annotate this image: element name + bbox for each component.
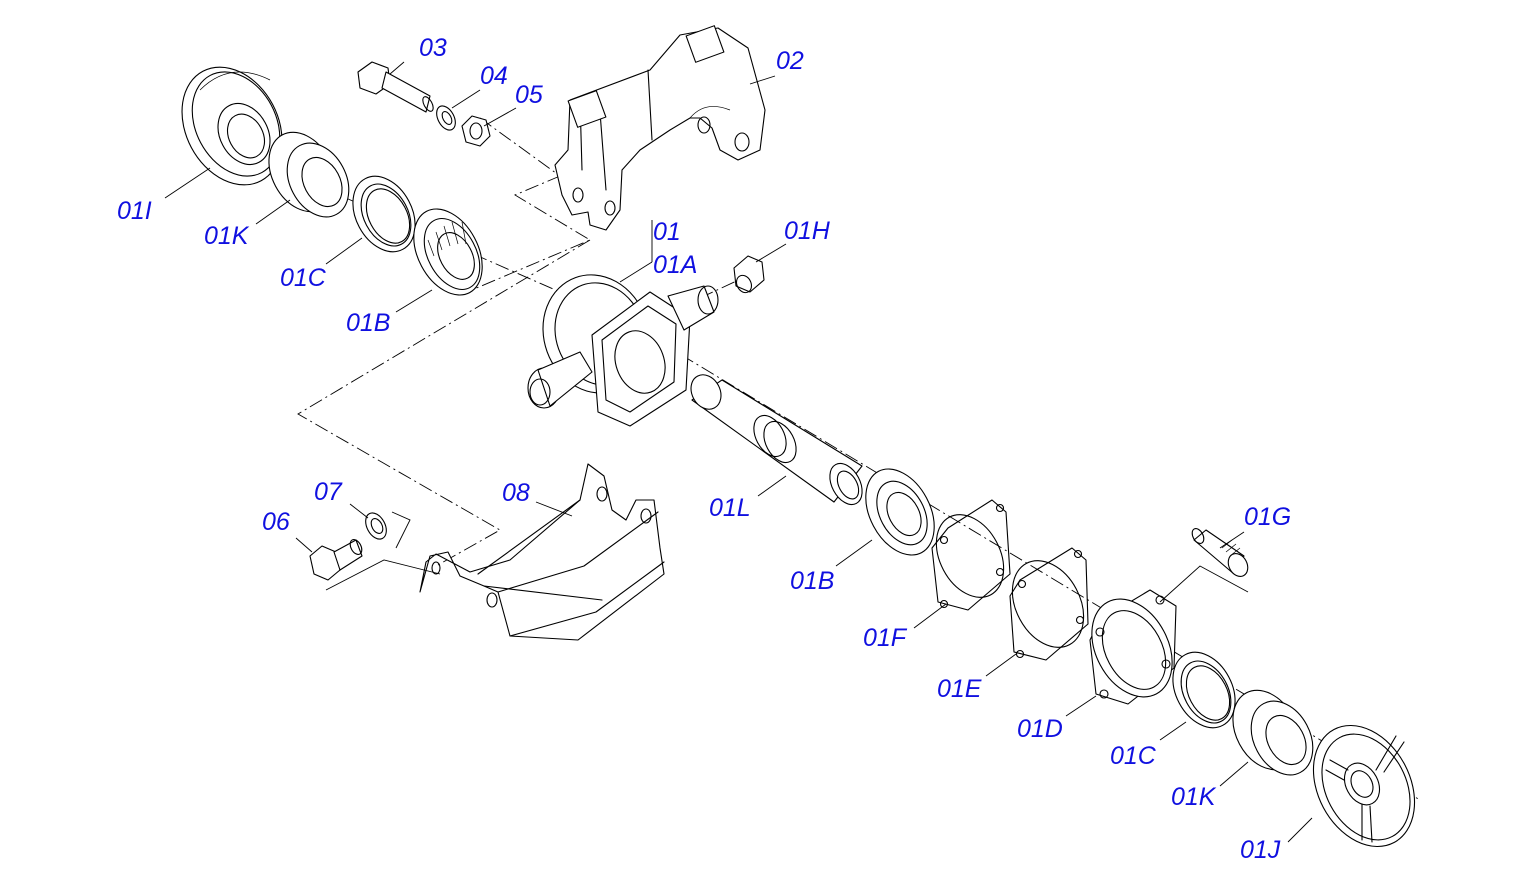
part-01C-ring-bottom [1172,651,1236,729]
part-02-bracket [554,25,766,231]
label-01B-top: 01B [346,309,391,337]
label-01: 01 [653,218,681,246]
label-08: 08 [502,479,530,507]
label-01E: 01E [937,675,982,703]
label-01C-bottom: 01C [1110,742,1156,770]
part-08-guard [419,463,665,641]
part-01B-bearing-bottom [865,468,935,556]
label-05: 05 [515,81,543,109]
label-07: 07 [314,478,342,506]
part-01A-housing [527,274,719,427]
part-01G-fitting [1191,528,1249,577]
part-01I-cover [181,66,283,186]
part-01K-seal-bottom [1232,689,1314,776]
part-01C-ring-top [352,175,416,253]
part-05-nut [461,115,491,147]
part-01E-gasket [1009,547,1089,661]
label-03: 03 [419,34,447,62]
part-01F-gasket [931,499,1011,611]
label-01F: 01F [863,624,907,652]
label-01K-top: 01K [204,222,249,250]
part-01J-spoked-cover [1312,724,1416,848]
part-01H-plug [733,255,765,294]
label-06: 06 [262,508,290,536]
part-04-washer [436,105,456,131]
label-01L: 01L [709,494,751,522]
label-01K-bottom: 01K [1171,783,1216,811]
label-01B-bottom: 01B [790,567,835,595]
part-01K-seal-top [268,131,350,218]
part-01B-bearing-top [413,208,483,296]
label-02: 02 [776,47,804,75]
label-01D: 01D [1017,715,1063,743]
label-01A: 01A [653,251,698,279]
label-01J: 01J [1240,836,1281,864]
part-06-bolt [309,539,363,581]
leader-lines [164,61,1313,843]
label-01H: 01H [784,217,830,245]
part-01L-sleeve [690,374,863,506]
label-01I: 01I [117,197,152,225]
label-01G: 01G [1244,503,1292,531]
part-03-bolt [357,61,434,113]
label-01C-top: 01C [280,264,326,292]
part-07-washer [365,512,387,540]
part-01D-flange [1089,589,1177,705]
label-04: 04 [480,62,508,90]
